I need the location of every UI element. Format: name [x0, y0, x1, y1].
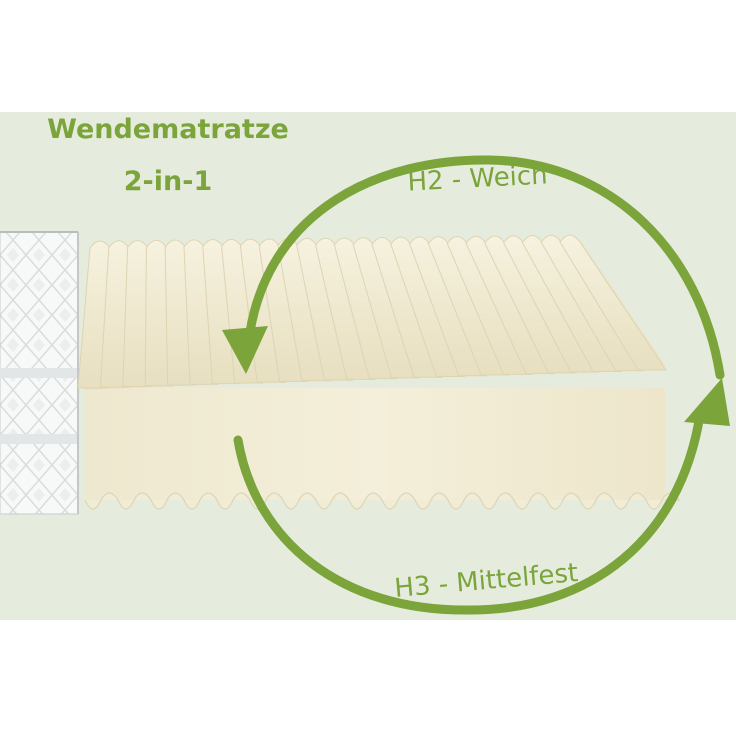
- arrow-head-right-icon: [684, 378, 730, 426]
- arrow-top-arc: [245, 155, 725, 380]
- bottom-band: [0, 620, 736, 736]
- foam-ridge: [559, 234, 667, 371]
- mattress-cover: [0, 231, 79, 515]
- foam-core: [77, 234, 681, 510]
- title-line-1: Wendematratze: [47, 114, 289, 145]
- arrow-bottom-arc: [233, 410, 705, 615]
- arrow-head-left-icon: [222, 326, 268, 374]
- rotation-arrows: [233, 155, 725, 615]
- foam-bottom-wave: [84, 492, 681, 510]
- title-line-2: 2-in-1: [123, 166, 213, 197]
- label-h2: H2 - Weich: [407, 160, 549, 197]
